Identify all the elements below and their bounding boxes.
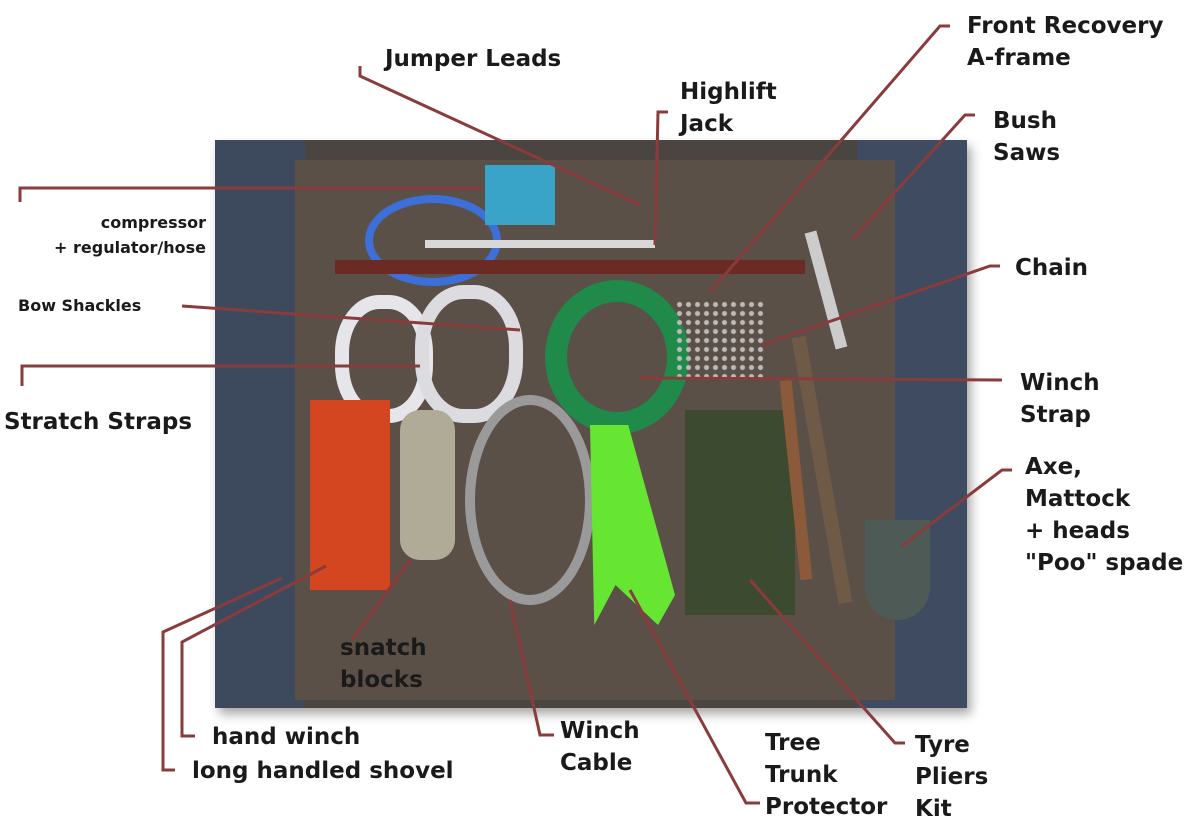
label-long-handled-shovel: long handled shovel <box>192 758 454 784</box>
leader-tyre-pliers <box>748 579 905 745</box>
snatch-block <box>400 410 455 560</box>
leader-axe <box>901 468 1012 548</box>
label-line: blocks <box>340 667 423 693</box>
label-snatch-blocks: snatch blocks <box>340 632 427 696</box>
tyre-pliers-kit <box>685 410 795 615</box>
label-line: A-frame <box>967 45 1071 71</box>
label-line: Mattock <box>1025 486 1131 512</box>
label-line: + heads <box>1025 518 1130 544</box>
label-line: Bush <box>993 108 1057 134</box>
label-bow-shackles: Bow Shackles <box>18 296 142 315</box>
leader-jumper-leads <box>358 66 641 207</box>
leader-front-recovery <box>708 24 950 293</box>
leader-winch-strap <box>639 376 1003 382</box>
label-line: Protector <box>765 794 888 820</box>
label-line: compressor <box>100 213 206 232</box>
leader-bow-shackles <box>181 304 521 332</box>
leader-winch-cable <box>508 599 554 737</box>
leader-long-shovel <box>161 576 283 772</box>
label-line: Cable <box>560 750 633 776</box>
label-line: Jack <box>680 111 734 137</box>
label-compressor: compressor + regulator/hose <box>10 210 206 260</box>
compressor-box <box>485 165 555 225</box>
label-line: Trunk <box>765 762 838 788</box>
hand-winch <box>310 400 390 590</box>
label-jumper-leads: Jumper Leads <box>385 46 562 72</box>
leader-stratch-straps <box>20 364 420 386</box>
label-hand-winch: hand winch <box>212 724 361 750</box>
leader-compressor <box>18 186 482 202</box>
leader-chain <box>761 264 1000 347</box>
chain <box>675 300 765 380</box>
paving-left <box>215 140 305 708</box>
leader-tree-trunk <box>628 589 760 805</box>
winch-cable <box>465 395 595 605</box>
highlift-jack <box>335 260 805 274</box>
gear-photo <box>215 140 967 708</box>
label-stratch-straps: Stratch Straps <box>4 409 193 435</box>
label-line: Axe, <box>1025 454 1082 480</box>
label-line: + regulator/hose <box>54 238 206 257</box>
label-line: Highlift <box>680 79 777 105</box>
leader-highlift-jack <box>653 110 668 246</box>
leader-hand-winch <box>180 564 327 738</box>
label-line: "Poo" spade <box>1025 550 1184 576</box>
label-line: Winch <box>1020 370 1100 396</box>
leader-bush-saws <box>850 113 975 242</box>
label-line: Pliers <box>915 764 989 790</box>
label-line: Front Recovery <box>967 13 1164 39</box>
label-line: snatch <box>340 635 427 661</box>
label-line: Kit <box>915 796 952 822</box>
label-line: Saws <box>993 140 1061 166</box>
label-line: Strap <box>1020 402 1091 428</box>
leader-snatch-blocks <box>350 559 412 641</box>
jack-bar <box>425 240 655 248</box>
label-chain: Chain <box>1015 255 1089 281</box>
label-line: Tree <box>765 730 821 756</box>
spade <box>865 520 930 620</box>
label-axe-mattock-spade: Axe, Mattock + heads "Poo" spade <box>1025 451 1183 579</box>
label-line: Winch <box>560 718 640 744</box>
label-line: Tyre <box>915 732 970 758</box>
